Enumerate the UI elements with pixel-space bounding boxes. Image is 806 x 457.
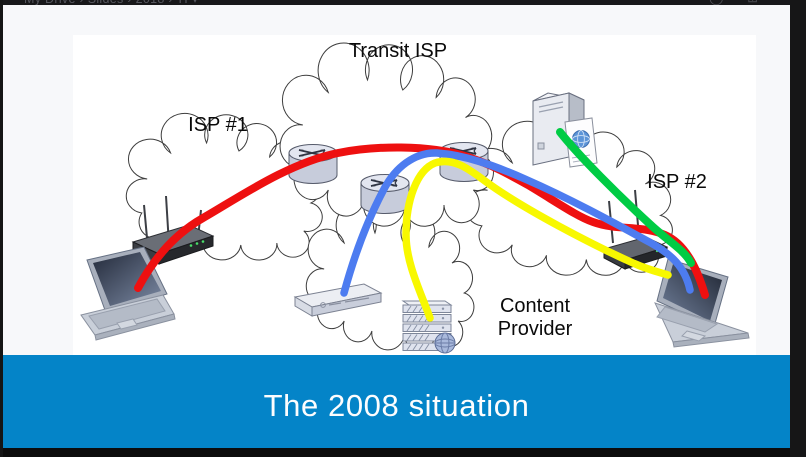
label-transit-isp: Transit ISP (349, 40, 447, 62)
bottom-letterbox (0, 448, 806, 457)
network-diagram: Transit ISP ISP #1 ISP #2 Content Provid… (80, 40, 750, 354)
cloud-group (126, 43, 672, 350)
breadcrumb[interactable]: My Drive › Slides › 2018 › TI ▾ (24, 0, 198, 5)
cloud-transit (280, 43, 493, 226)
left-letterbox (0, 0, 3, 457)
slide-title-bar: The 2008 situation (3, 355, 790, 448)
slide-title: The 2008 situation (263, 388, 530, 423)
path-green (556, 128, 695, 267)
label-isp2: ISP #2 (647, 171, 707, 193)
right-letterbox (790, 0, 806, 457)
path-blue (340, 149, 694, 297)
browser-chrome: My Drive › Slides › 2018 › TI ▾ ◯ ⊞ (0, 0, 806, 5)
path-yellow (402, 157, 672, 322)
label-provider: Provider (498, 318, 573, 340)
slide-canvas: Transit ISP ISP #1 ISP #2 Content Provid… (73, 35, 756, 355)
label-content: Content (500, 295, 570, 317)
server-tower-icon (532, 92, 598, 168)
slide-area: Transit ISP ISP #1 ISP #2 Content Provid… (3, 5, 790, 448)
chrome-toolbar-icons[interactable]: ◯ ⊞ (709, 0, 768, 5)
laptop-left-icon (80, 246, 176, 341)
label-isp1: ISP #1 (188, 114, 248, 136)
switch-icon (293, 283, 383, 317)
